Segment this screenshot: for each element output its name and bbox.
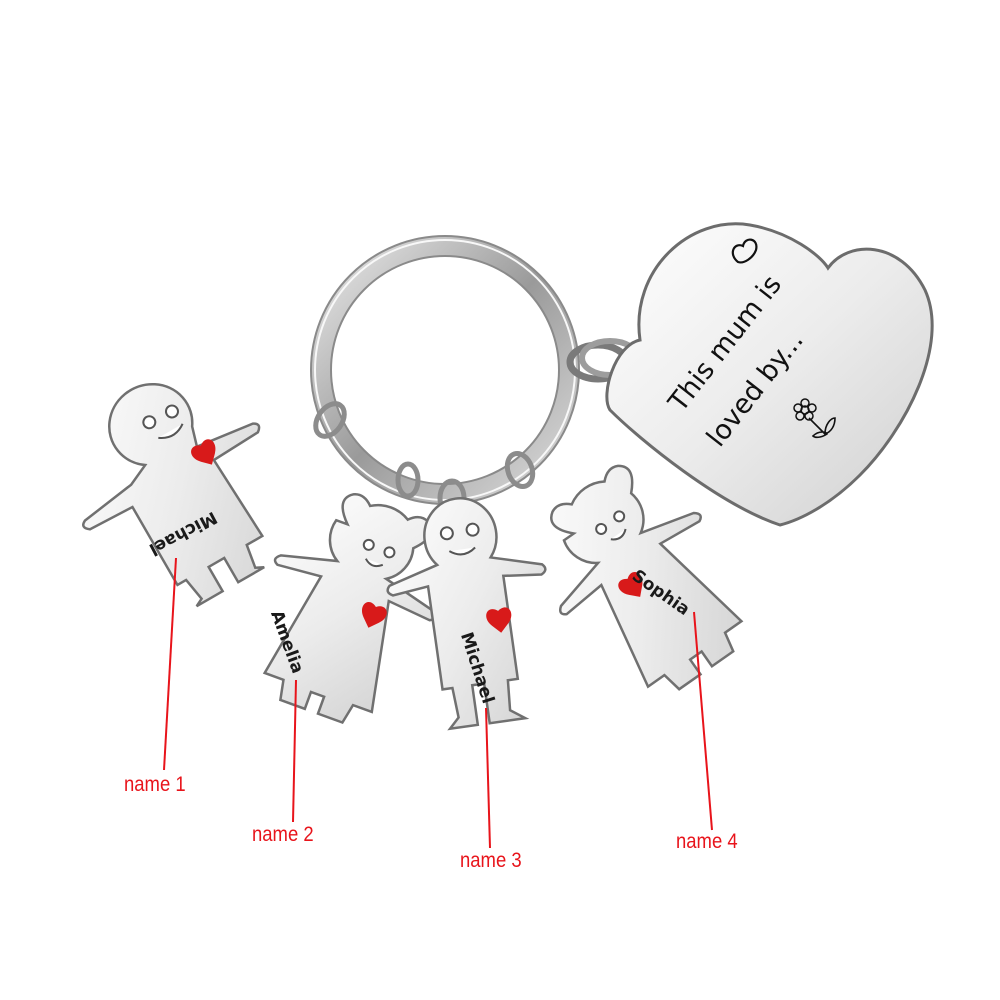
heart-enamel-icon	[191, 439, 216, 465]
heart-tag	[605, 222, 934, 527]
callout-label-name-3: name 3	[460, 849, 522, 872]
charm-girl-4	[550, 464, 744, 691]
heart-outline-icon	[731, 238, 758, 264]
heart-enamel-icon	[486, 607, 512, 633]
charm-boy-1	[82, 382, 265, 608]
flower-icon	[793, 398, 836, 439]
callout-lines	[163, 557, 713, 849]
charm-boy-3	[386, 497, 547, 731]
callout-label-name-4: name 4	[676, 830, 738, 853]
key-ring	[310, 235, 580, 505]
heart-enamel-icon	[618, 571, 643, 597]
callout-label-name-2: name 2	[252, 823, 314, 846]
charm-girl-2	[262, 493, 437, 725]
callout-label-name-1: name 1	[124, 773, 186, 796]
heart-enamel-icon	[362, 602, 387, 628]
